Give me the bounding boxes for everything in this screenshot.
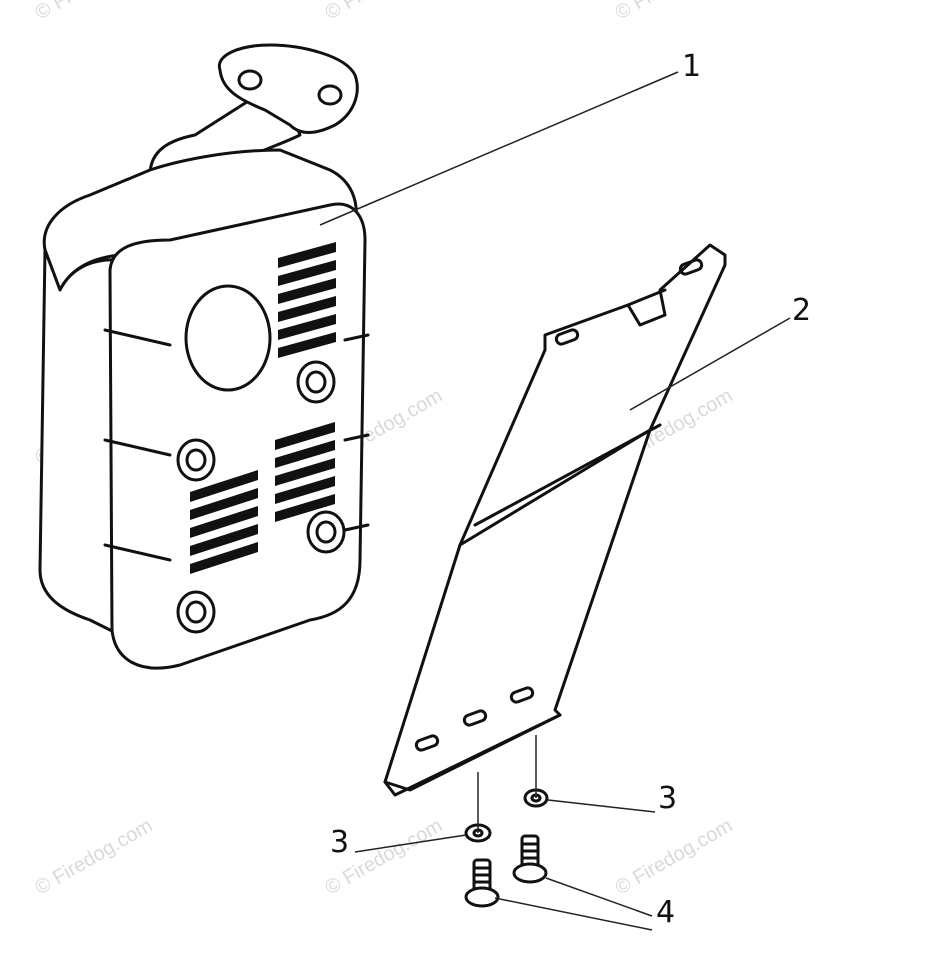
callout-3-left: 3 xyxy=(330,825,349,860)
callout-4: 4 xyxy=(656,895,675,930)
callout-3-right: 3 xyxy=(658,781,677,816)
muffler-part xyxy=(38,43,370,670)
screw-part xyxy=(464,834,548,908)
watermark: © Firedog.com xyxy=(322,0,447,24)
watermark: © Firedog.com xyxy=(612,0,737,24)
watermark: © Firedog.com xyxy=(32,0,157,24)
muffler-bolt-bosses xyxy=(176,360,346,634)
muffler-vent-upper xyxy=(278,242,336,358)
muffler-vent-lower-left xyxy=(190,470,258,574)
bracket-part xyxy=(383,243,727,797)
callout-2: 2 xyxy=(792,293,811,328)
leader-lines xyxy=(319,71,791,931)
callout-1: 1 xyxy=(682,49,701,84)
watermark: © Firedog.com xyxy=(612,815,737,900)
muffler-vent-lower-right xyxy=(275,422,335,522)
watermark: © Firedog.com xyxy=(32,815,157,900)
